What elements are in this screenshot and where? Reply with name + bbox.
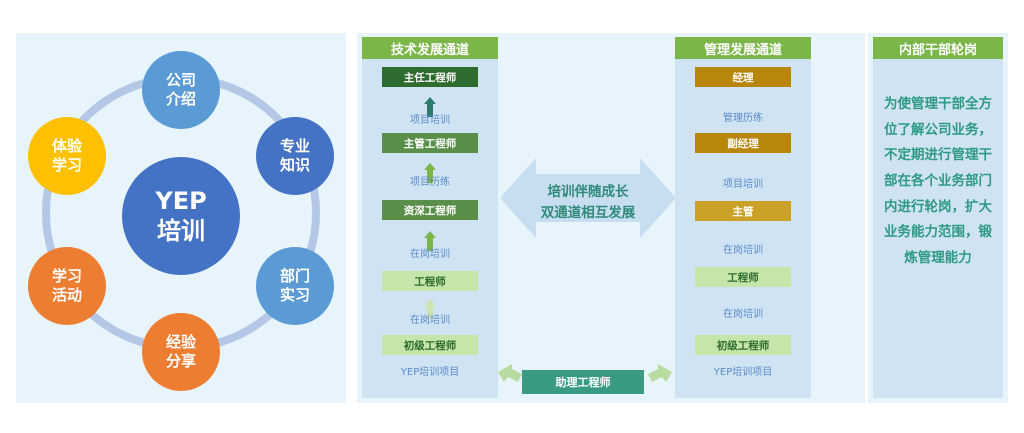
wheel-node-practice: 部门 实习 — [256, 247, 334, 325]
tech-level-3: 资深工程师 — [382, 200, 478, 220]
wheel-node-knowledge: 专业 知识 — [256, 117, 334, 195]
mgmt-level-2: 副经理 — [695, 133, 791, 153]
tech-footer: YEP培训项目 — [400, 367, 460, 378]
mgmt-level-1: 经理 — [695, 67, 791, 87]
double-arrow-icon — [500, 158, 676, 238]
up-arrow-icon — [424, 299, 436, 319]
mgmt-step-2: 项目培训 — [723, 179, 763, 190]
mgmt-step-4: 在岗培训 — [723, 309, 763, 320]
mgmt-level-5: 初级工程师 — [695, 335, 791, 355]
wheel-node-activity: 学习 活动 — [28, 247, 106, 325]
tech-step-3: 在岗培训 — [410, 249, 450, 260]
tech-level-4: 工程师 — [382, 271, 478, 291]
tech-track-title: 技术发展通道 — [362, 37, 498, 59]
tech-step-1: 项目培训 — [410, 115, 450, 126]
wheel-node-company: 公司 介绍 — [142, 51, 220, 129]
mgmt-track-column: 管理发展通道 经理 管理历练 副经理 项目培训 主管 在岗培训 工程师 在岗培训… — [675, 37, 811, 398]
up-arrow-icon — [424, 163, 436, 183]
tech-level-2: 主管工程师 — [382, 133, 478, 153]
mgmt-level-4: 工程师 — [695, 267, 791, 287]
dual-track-slogan: 培训伴随成长 双通道相互发展 — [540, 184, 636, 221]
tech-level-1: 主任工程师 — [382, 67, 478, 87]
tech-level-5: 初级工程师 — [382, 335, 478, 355]
assistant-engineer-box: 助理工程师 — [522, 370, 644, 394]
yep-wheel-panel: YEP 培训 公司 介绍 专业 知识 部门 实习 经验 分享 学习 活动 体验 … — [16, 33, 346, 403]
tech-step-4: 在岗培训 — [410, 315, 450, 326]
rotation-column: 内部干部轮岗 — [873, 37, 1003, 398]
mgmt-step-3: 在岗培训 — [723, 245, 763, 256]
wheel-node-experience: 体验 学习 — [28, 117, 106, 195]
mgmt-step-1: 管理历练 — [723, 113, 763, 124]
up-arrow-icon — [424, 97, 436, 117]
wheel-center: YEP 培训 — [122, 157, 240, 275]
mgmt-footer: YEP培训项目 — [713, 367, 773, 378]
mgmt-track-title: 管理发展通道 — [675, 37, 811, 59]
tech-track-column: 技术发展通道 主任工程师 项目培训 主管工程师 项目历练 资深工程师 在岗培训 … — [362, 37, 498, 398]
tech-step-2: 项目历练 — [410, 177, 450, 188]
up-arrow-icon — [424, 231, 436, 251]
mgmt-level-3: 主管 — [695, 201, 791, 221]
rotation-title: 内部干部轮岗 — [873, 37, 1003, 59]
branch-arrows — [498, 364, 672, 382]
rotation-description: 为使管理干部全方位了解公司业务，不定期进行管理干部在各个业务部门内进行轮岗，扩大… — [884, 96, 992, 266]
wheel-node-share: 经验 分享 — [142, 313, 220, 391]
